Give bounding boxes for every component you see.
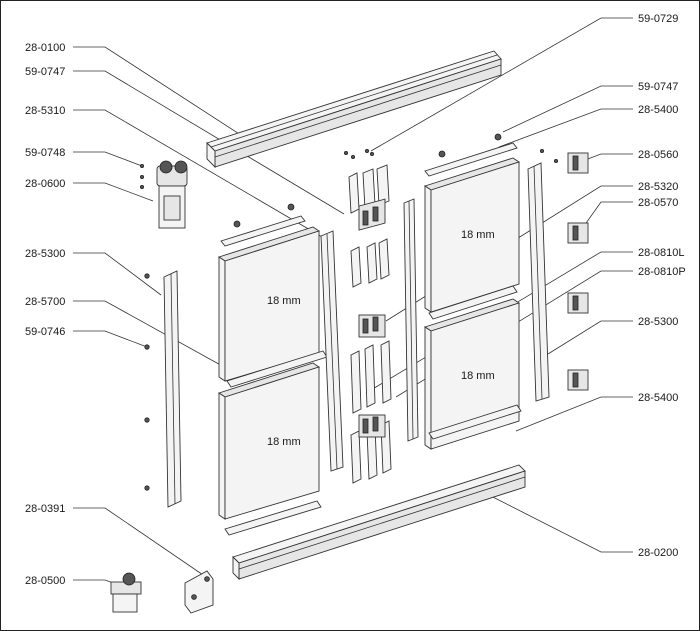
bottom-bracket — [184, 570, 214, 614]
leader-28-0200 — [482, 491, 633, 553]
left-bottom-panel — [217, 362, 321, 520]
label-59-0747-b: 59-0747 — [638, 81, 678, 93]
leader-28-0100 — [73, 46, 248, 140]
leader-59-0747-b — [502, 85, 633, 133]
leader-28-5700 — [73, 300, 245, 379]
label-28-5400-b: 28-5400 — [638, 392, 678, 404]
bottom-guide — [110, 572, 142, 613]
top-rail — [206, 50, 502, 169]
leader-59-0729 — [370, 17, 633, 152]
label-59-0746: 59-0746 — [25, 326, 65, 338]
label-28-0100: 28-0100 — [25, 42, 65, 54]
label-59-0748: 59-0748 — [25, 147, 65, 159]
panel-thickness-bl: 18 mm — [267, 436, 301, 448]
leader-28-0560 — [584, 153, 633, 161]
leader-28-5300-a — [73, 252, 162, 296]
panel-thickness-tr: 18 mm — [461, 229, 495, 241]
right-profiles — [424, 142, 522, 440]
label-28-5400-a: 28-5400 — [638, 104, 678, 116]
leader-28-5310 — [73, 109, 330, 242]
label-28-5320: 28-5320 — [638, 181, 678, 193]
label-28-5700: 28-5700 — [25, 296, 65, 308]
label-28-0810L: 28-0810L — [638, 247, 685, 259]
label-28-0200: 28-0200 — [638, 547, 678, 559]
label-28-0600: 28-0600 — [25, 178, 65, 190]
left-top-panel — [217, 226, 321, 382]
label-59-0747-a: 59-0747 — [25, 66, 65, 78]
right-top-panel — [423, 157, 521, 313]
screws — [139, 133, 559, 491]
label-28-5300-a: 28-5300 — [25, 248, 65, 260]
vertical-profiles — [163, 162, 550, 508]
panel-thickness-tl: 18 mm — [267, 295, 301, 307]
bottom-rail — [232, 464, 526, 581]
label-28-5310: 28-5310 — [25, 105, 65, 117]
left-profiles — [220, 215, 328, 536]
leader-28-0600 — [73, 182, 154, 202]
center-profile-pieces — [348, 164, 392, 484]
label-28-5300-b: 28-5300 — [638, 316, 678, 328]
leader-28-5400-a — [498, 108, 633, 148]
center-guide-blocks — [358, 198, 386, 438]
label-28-0560: 28-0560 — [638, 149, 678, 161]
leader-28-5300-b — [547, 320, 633, 355]
leader-59-0748 — [73, 151, 143, 167]
right-guide-blocks — [567, 152, 589, 391]
label-28-0570: 28-0570 — [638, 197, 678, 209]
leader-28-0391 — [73, 507, 210, 580]
panel-thickness-br: 18 mm — [461, 370, 495, 382]
label-28-0500: 28-0500 — [25, 575, 65, 587]
label-28-0810P: 28-0810P — [638, 266, 686, 278]
leader-28-5400-b — [515, 396, 633, 432]
leader-59-0746 — [73, 330, 148, 348]
leader-59-0747-a — [73, 70, 345, 215]
label-28-0391: 28-0391 — [25, 503, 65, 515]
leader-lines — [73, 17, 633, 586]
label-59-0729: 59-0729 — [638, 13, 678, 25]
top-roller-carriage — [156, 160, 188, 229]
